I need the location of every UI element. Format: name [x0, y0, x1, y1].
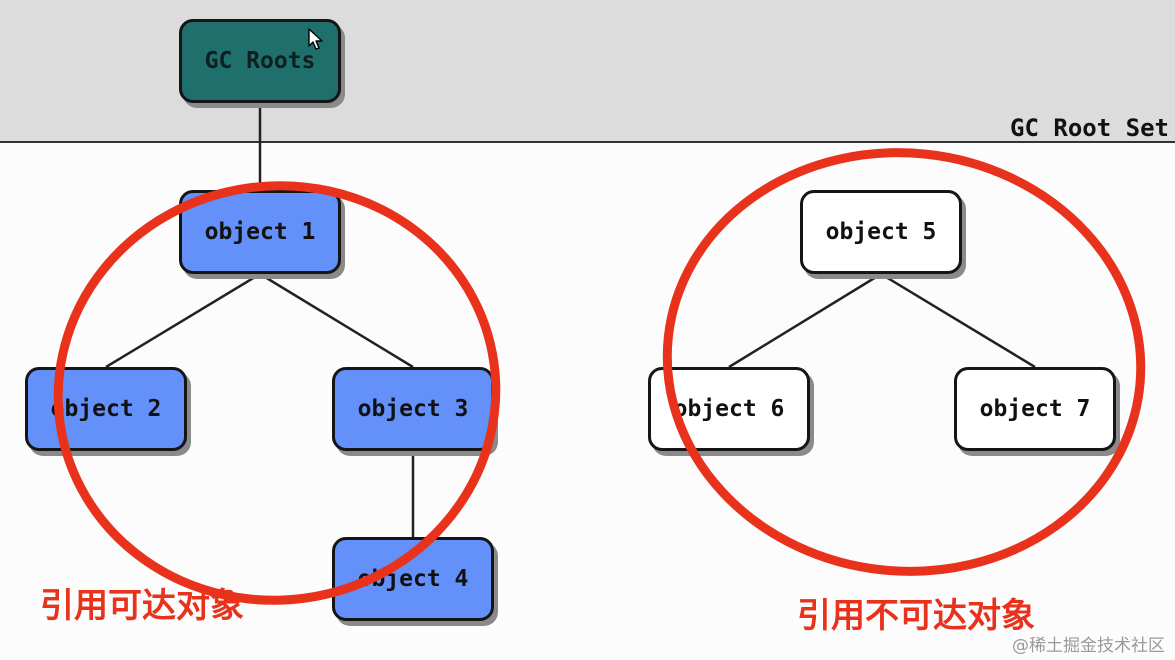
- edge-object-1-to-object-2: [105, 272, 261, 369]
- gc-root-set-area: [0, 0, 1175, 143]
- object-2-node: object 2: [25, 367, 187, 451]
- edge-object-5-to-object-6: [728, 272, 882, 369]
- object-5-node: object 5: [800, 190, 962, 274]
- edge-object-1-to-object-3: [259, 272, 414, 369]
- object-4-node: object 4: [332, 537, 494, 621]
- edge-object-5-to-object-7: [880, 272, 1036, 369]
- object-7-node: object 7: [954, 367, 1116, 451]
- gc-root-set-label: GC Root Set: [1010, 114, 1169, 142]
- mouse-cursor-icon: [308, 28, 323, 50]
- object-6-node: object 6: [648, 367, 810, 451]
- gc-roots-node: GC Roots: [179, 19, 341, 103]
- object-1-node: object 1: [179, 190, 341, 274]
- object-3-node: object 3: [332, 367, 494, 451]
- unreachable-caption: 引用不可达对象: [797, 596, 1035, 636]
- watermark: @稀土掘金技术社区: [1012, 636, 1165, 656]
- reachable-caption: 引用可达对象: [40, 586, 244, 626]
